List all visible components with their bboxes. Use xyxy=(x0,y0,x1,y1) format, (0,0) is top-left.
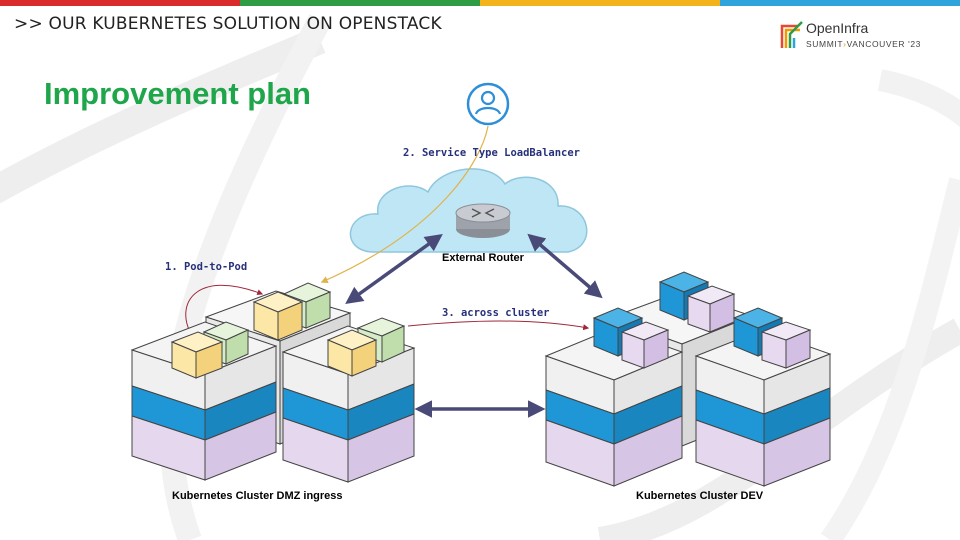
router-dev-arrow xyxy=(527,233,603,299)
page-title: Improvement plan xyxy=(44,76,311,111)
cluster-dev-label: Kubernetes Cluster DEV xyxy=(636,490,764,502)
top-color-bar xyxy=(0,0,960,6)
label-across-cluster: 3. across cluster xyxy=(442,307,550,319)
logo-city: VANCOUVER '23 xyxy=(846,39,922,49)
logo-summit: SUMMIT xyxy=(806,39,844,49)
user-icon xyxy=(466,82,510,126)
logo-name: OpenInfra xyxy=(806,20,869,36)
router-icon xyxy=(455,203,511,238)
pod-cube-lilac-2 xyxy=(686,285,736,333)
logo-subtitle: SUMMIT›VANCOUVER '23 xyxy=(806,39,922,49)
pod-cube-lilac-1 xyxy=(620,321,670,369)
top-bar-blue xyxy=(720,0,960,6)
across-cluster-path xyxy=(407,320,590,331)
pod-cube-yellow-1 xyxy=(170,331,224,379)
label-service-loadbalancer: 2. Service Type LoadBalancer xyxy=(403,147,581,159)
top-bar-red xyxy=(0,0,240,6)
top-bar-yellow xyxy=(480,0,720,6)
cluster-dmz-label: Kubernetes Cluster DMZ ingress xyxy=(172,490,343,502)
pod-cube-lilac-3 xyxy=(760,321,812,369)
openinfra-logo: OpenInfra SUMMIT›VANCOUVER '23 xyxy=(778,20,948,54)
pod-cube-yellow-2 xyxy=(252,291,304,341)
top-bar-green xyxy=(240,0,480,6)
openinfra-logo-icon xyxy=(780,21,803,48)
label-pod-to-pod: 1. Pod-to-Pod xyxy=(165,261,248,273)
breadcrumb: >> OUR KUBERNETES SOLUTION ON OPENSTACK xyxy=(14,14,442,34)
pod-to-pod-path xyxy=(185,284,264,333)
router-label: External Router xyxy=(442,252,524,264)
router-dmz-arrow xyxy=(345,233,443,305)
pod-cube-yellow-3 xyxy=(326,329,378,377)
